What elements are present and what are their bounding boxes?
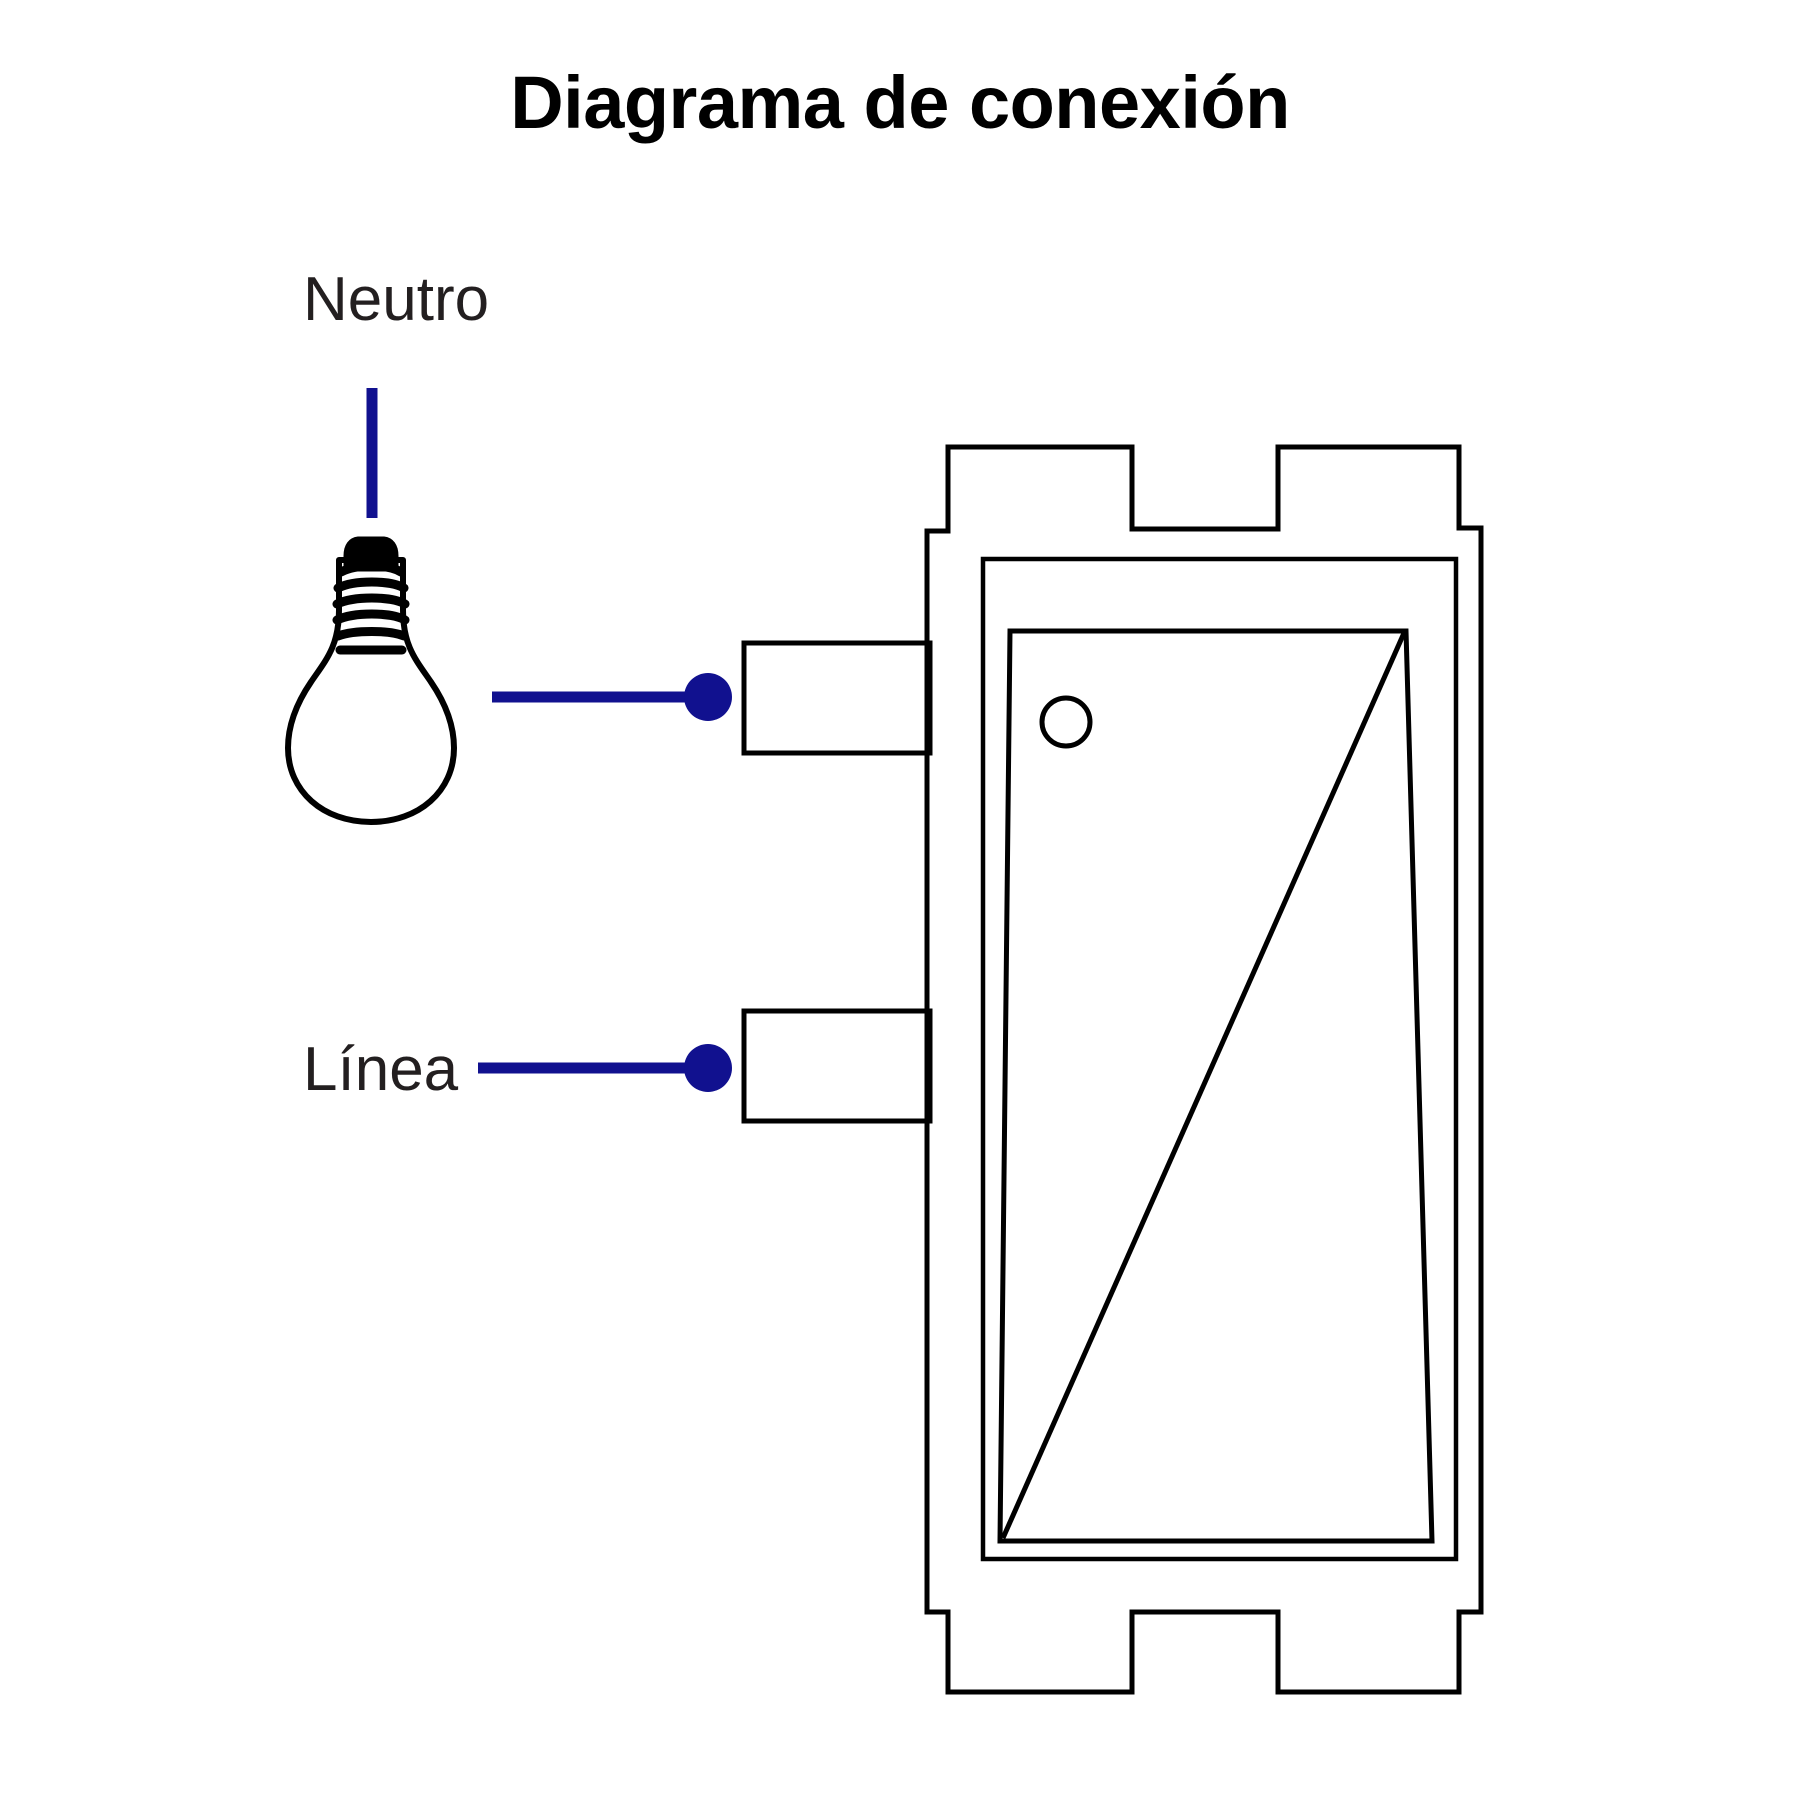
bulb-thread-3: [332, 593, 410, 609]
light-bulb: [285, 536, 457, 825]
switch-bezel-frame: [980, 556, 1459, 1562]
page-title: Diagrama de conexión: [510, 61, 1290, 144]
line-terminal-tab: [741, 1008, 933, 1124]
bulb-thread-5: [333, 627, 409, 641]
line-wire-label: Línea: [303, 1035, 459, 1104]
neutral-wire-label: Neutro: [303, 265, 489, 334]
rocker-diagonal-line: [1000, 631, 1407, 1540]
switch-body-outline: [924, 444, 1484, 1695]
neutral-terminal-node: [684, 673, 732, 721]
bulb-thread-2: [333, 577, 409, 593]
line-terminal-node: [684, 1044, 732, 1092]
bulb-glass-envelope: [285, 557, 457, 825]
neutral-terminal-tab: [741, 640, 933, 756]
bulb-thread-4: [332, 609, 410, 625]
bulb-cap-top: [343, 536, 399, 572]
indicator-hole: [1039, 695, 1093, 749]
rocker-paddle: [997, 628, 1435, 1544]
bulb-thread-1: [336, 561, 406, 577]
